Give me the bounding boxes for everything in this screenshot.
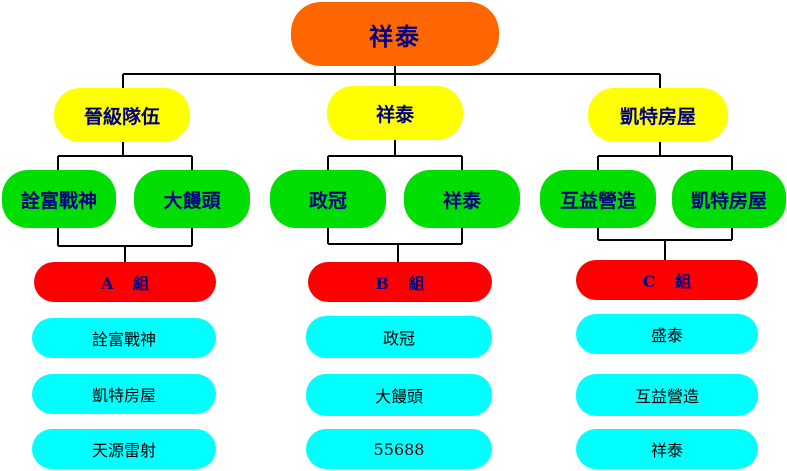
group-header-a: A 組 — [34, 262, 216, 302]
group-member: 詮富戰神 — [32, 318, 216, 358]
champion-node: 祥泰 — [291, 2, 499, 66]
qualifier-node: 祥泰 — [404, 170, 520, 228]
group-member: 互益營造 — [576, 374, 758, 416]
qualifier-node: 政冠 — [270, 170, 386, 228]
group-member: 大饅頭 — [306, 374, 492, 416]
group-member: 祥泰 — [576, 429, 758, 469]
group-header-b: B 組 — [308, 262, 492, 302]
team-node-xiangtai: 祥泰 — [327, 86, 463, 140]
group-member: 凱特房屋 — [32, 374, 216, 414]
qualifier-node: 詮富戰神 — [2, 170, 116, 228]
qualifier-node: 互益營造 — [540, 170, 656, 228]
qualifier-node: 大饅頭 — [134, 170, 250, 228]
group-member: 政冠 — [306, 316, 492, 358]
qualifier-node: 凱特房屋 — [672, 170, 786, 228]
team-node-qualified: 晉級隊伍 — [54, 88, 190, 142]
group-header-c: C 組 — [576, 260, 758, 300]
group-member: 55688 — [306, 429, 492, 469]
group-member: 天源雷射 — [32, 429, 216, 469]
group-member: 盛泰 — [576, 314, 758, 354]
team-node-kaite: 凱特房屋 — [588, 88, 728, 142]
